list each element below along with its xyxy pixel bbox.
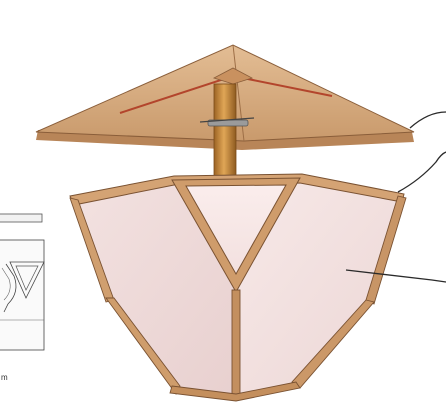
inset-drawing: [0, 214, 44, 350]
shade-post-center: [232, 290, 240, 398]
callout-rim: [398, 152, 446, 192]
lamp-shade: [70, 174, 406, 401]
inset-top-bar: [0, 214, 42, 222]
callout-roof: [410, 112, 446, 128]
inset-caption: m: [1, 373, 8, 382]
inset-frame: [0, 240, 44, 350]
stem-rod: [214, 84, 236, 176]
